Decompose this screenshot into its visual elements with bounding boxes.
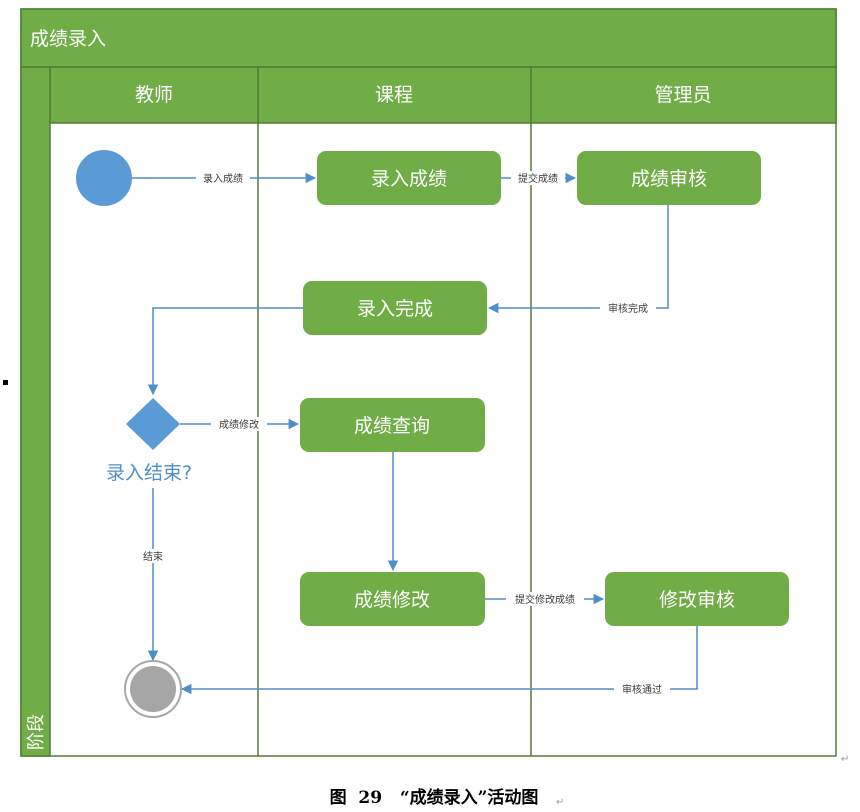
lane-label-teacher: 教师 (135, 84, 173, 106)
edge-label-bg (196, 171, 250, 185)
lane-header-admin (530, 66, 837, 124)
node-entry-complete-label: 录入完成 (357, 298, 433, 320)
edge-review-to-complete (487, 205, 669, 314)
edge-label-decision-to-end: 结束 (143, 550, 163, 563)
figure-caption: 图 29 “成绩录入”活动图 (330, 787, 539, 808)
edge-label-start-to-enter: 录入成绩 (203, 172, 243, 185)
edge-label-bg (506, 592, 584, 606)
node-modify-review (605, 572, 789, 626)
paragraph-mark-icon: ↵ (841, 754, 849, 765)
decision-label: 录入结束? (106, 462, 192, 484)
stage-band (20, 66, 51, 757)
end-node (130, 666, 176, 712)
edge-label-bg (511, 171, 565, 185)
edge-label-review-to-complete: 审核完成 (608, 302, 648, 315)
node-grade-review (577, 151, 761, 205)
edge-complete-to-decision (147, 307, 303, 396)
edge-label-bg (211, 417, 267, 431)
edge-label-decision-to-query: 成绩修改 (219, 418, 259, 431)
lane-label-course: 课程 (375, 84, 413, 106)
decision-node (126, 398, 180, 450)
pool-title: 成绩录入 (30, 28, 106, 50)
edge-label-modify-to-review: 提交修改成绩 (515, 593, 575, 606)
edge-label-enter-to-review: 提交成绩 (518, 172, 558, 185)
node-modify-review-label: 修改审核 (659, 589, 735, 611)
start-node (76, 150, 132, 206)
stage-label: 阶段 (26, 714, 47, 750)
node-grade-modify (300, 572, 485, 626)
pool-title-bar (20, 8, 837, 68)
edge-label-bg (600, 301, 656, 315)
node-grade-query-label: 成绩查询 (354, 415, 430, 437)
node-entry-complete (303, 281, 487, 335)
edge-label-review-to-end: 审核通过 (622, 683, 662, 696)
lane-label-admin: 管理员 (654, 84, 711, 106)
edge-label-bg (614, 682, 670, 696)
node-enter-grades (317, 151, 501, 205)
lane-header-teacher (49, 66, 259, 124)
pool-frame (20, 8, 837, 757)
paragraph-mark-icon: ↵ (556, 797, 564, 808)
lane-header-course (257, 66, 532, 124)
edge-review-to-end (180, 626, 698, 695)
node-enter-grades-label: 录入成绩 (371, 168, 447, 190)
edge-label-bg (137, 549, 169, 563)
node-grade-review-label: 成绩审核 (631, 168, 707, 190)
node-grade-query (300, 398, 485, 452)
page-bullet (3, 380, 8, 385)
node-grade-modify-label: 成绩修改 (354, 589, 430, 611)
